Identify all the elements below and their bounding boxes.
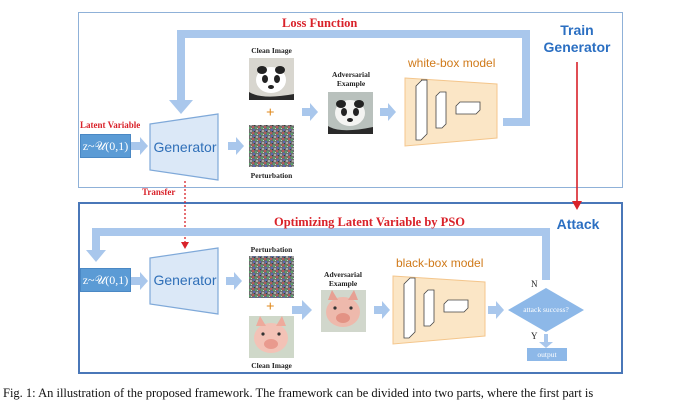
loss-function-label: Loss Function [282,16,358,30]
decision-diamond [508,288,584,332]
top-latent-box[interactable]: z~𝒰(0,1) [80,134,131,158]
white-box-model-shape [404,77,498,147]
bottom-perturbation-label: Perturbation [250,245,293,254]
black-box-model-shape [392,275,486,345]
bottom-generator-shape [149,247,219,315]
top-generator-shape [149,113,219,181]
top-clean-image-label: Clean Image [251,46,292,55]
top-perturbation-label: Perturbation [250,171,293,180]
yes-label: Y [531,331,538,341]
train-generator-label: Train Generator [543,22,611,55]
train-to-attack-arrow [572,62,582,210]
transfer-arrow [181,181,189,249]
bottom-adversarial-label: Adversarial Example [324,270,362,288]
latent-variable-label: Latent Variable [80,120,141,130]
bottom-clean-image-label: Clean Image [251,361,292,370]
no-label: N [531,279,538,289]
output-box[interactable]: output [527,348,567,361]
bottom-flow-arrows [131,272,553,348]
top-adversarial-label: Adversarial Example [332,70,370,88]
top-flow-arrows [131,103,396,155]
top-adversarial-image [328,92,373,134]
pso-feedback-arrow [86,228,550,280]
bottom-clean-image [249,316,294,358]
pso-label: Optimizing Latent Variable by PSO [274,215,465,229]
bottom-adversarial-image [321,290,366,332]
attack-label: Attack [556,216,600,232]
bottom-panel [78,202,623,374]
top-plus-sign: + [266,105,275,121]
transfer-label: Transfer [142,187,176,197]
top-generator-label[interactable]: Generator [153,139,217,155]
bottom-plus-sign: + [266,299,275,315]
decision-label: attack success? [523,305,569,314]
figure-caption: Fig. 1: An illustration of the proposed … [3,386,594,400]
bottom-perturbation-image [249,256,294,298]
black-box-model-label: black-box model [396,256,484,270]
top-perturbation-image [249,125,294,167]
top-panel [78,12,623,188]
bottom-latent-box[interactable]: z~𝒰(0,1) [80,268,131,292]
white-box-model-label: white-box model [408,56,496,70]
top-clean-image [249,58,294,100]
bottom-generator-label[interactable]: Generator [153,272,217,288]
